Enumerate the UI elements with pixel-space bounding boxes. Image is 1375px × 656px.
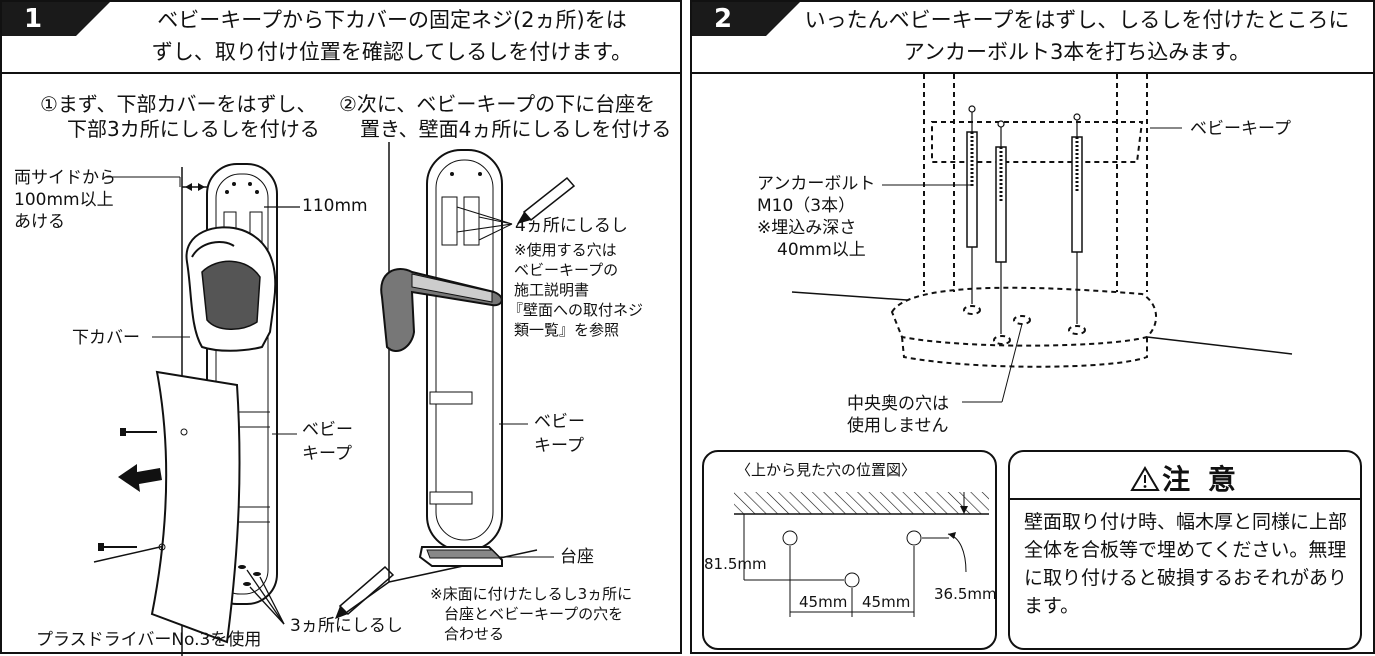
step1-header: 1 ベビーキープから下カバーの固定ネジ(2ヵ所)をは ずし、取り付け位置を確認し… — [2, 2, 680, 74]
step1-sub-a-line2: 下部3カ所にしるしを付ける — [67, 117, 320, 141]
anchor-line3: ※埋込み深さ — [757, 218, 857, 238]
step1-number: 1 — [24, 4, 43, 34]
center-note-line2: 使用しません — [847, 416, 949, 436]
baby-keep-label: ベビーキープ — [1190, 119, 1291, 139]
baby-keep-a-line2: キープ — [302, 444, 352, 464]
step1-title-line1: ベビーキープから下カバーの固定ネジ(2ヵ所)をは — [157, 8, 627, 32]
step2-panel: 2 いったんベビーキープをはずし、しるしを付けたところに アンカーボルト3本を打… — [690, 0, 1375, 654]
step2-number: 2 — [714, 4, 733, 34]
hole-note-line4: 『壁面への取付ネジ — [508, 301, 644, 319]
floor-note-line1: ※床面に付けたしるし3ヵ所に — [430, 585, 633, 603]
anchor-line2: M10（3本） — [757, 196, 856, 216]
anchor-line1: アンカーボルト — [757, 174, 876, 194]
pencil-icon — [335, 565, 395, 619]
baby-keep-b-line1: ベビー — [534, 412, 585, 432]
dim-45-right: 45mm — [862, 593, 911, 611]
step2-number-tab: 2 — [692, 2, 800, 36]
caution-heading: 注 意 — [1010, 458, 1360, 498]
step1-title-line2: ずし、取り付け位置を確認してしるしを付けます。 — [151, 40, 633, 64]
dim-45-left: 45mm — [799, 593, 848, 611]
dim-81-5: 81.5mm — [704, 555, 767, 573]
step1-sub-a-line1: ①まず、下部カバーをはずし、 — [40, 92, 317, 116]
three-marks-label: 3ヵ所にしるし — [290, 616, 403, 636]
step1-panel: 1 ベビーキープから下カバーの固定ネジ(2ヵ所)をは ずし、取り付け位置を確認し… — [0, 0, 682, 656]
step1-sub-b-line1: ②次に、ベビーキープの下に台座を — [339, 92, 656, 116]
caution-title: 注 意 — [1162, 463, 1240, 496]
caution-box: 注 意 壁面取り付け時、幅木厚と同様に上部全体を合板等で埋めてください。無理に取… — [1008, 450, 1362, 650]
floor-note-line3: 合わせる — [444, 625, 505, 643]
side-gap-line2: 100mm以上 — [14, 190, 114, 210]
center-note-line1: 中央奥の穴は — [847, 394, 949, 414]
hole-note-line5: 類一覧』を参照 — [514, 321, 620, 339]
step2-title-line2: アンカーボルト3本を打ち込みます。 — [903, 40, 1251, 64]
side-gap-line3: あける — [14, 212, 65, 232]
arrow-left-icon — [118, 464, 162, 492]
lower-cover-label: 下カバー — [72, 328, 140, 348]
step2-title-line1: いったんベビーキープをはずし、しるしを付けたところに — [804, 8, 1350, 32]
base-label: 台座 — [560, 547, 594, 567]
step1-number-tab: 1 — [2, 2, 110, 36]
baby-keep-b-line2: キープ — [534, 436, 584, 456]
hole-diagram-title: 〈上から見た穴の位置図〉 — [736, 461, 917, 479]
hole-note-line2: ベビーキープの — [514, 261, 619, 279]
anchor-line4: 40mm以上 — [777, 240, 866, 260]
warning-triangle-icon — [1130, 466, 1160, 491]
hole-note-line3: 施工説明書 — [514, 281, 590, 299]
width-label: 110mm — [302, 196, 368, 216]
step2-header: 2 いったんベビーキープをはずし、しるしを付けたところに アンカーボルト3本を打… — [692, 2, 1373, 74]
step2-illustration — [791, 74, 1293, 403]
baby-keep-a-line1: ベビー — [302, 420, 353, 440]
floor-note-line2: 台座とベビーキープの穴を — [444, 605, 624, 623]
pencil-icon — [517, 176, 576, 224]
hole-position-diagram: 〈上から見た穴の位置図〉 81.5mm 36.5mm — [702, 450, 997, 650]
screw-icon — [120, 428, 157, 436]
driver-note: プラスドライバーNo.3を使用 — [36, 630, 262, 650]
step1-illustration — [93, 142, 576, 656]
step1-sub-b-line2: 置き、壁面4ヵ所にしるしを付ける — [360, 117, 672, 141]
caution-body: 壁面取り付け時、幅木厚と同様に上部全体を合板等で埋めてください。無理に取り付ける… — [1024, 511, 1348, 617]
four-marks-label: 4ヵ所にしるし — [515, 216, 628, 236]
hole-note-line1: ※使用する穴は — [514, 241, 617, 259]
side-gap-line1: 両サイドから — [14, 168, 116, 188]
dim-36-5: 36.5mm — [934, 585, 997, 603]
